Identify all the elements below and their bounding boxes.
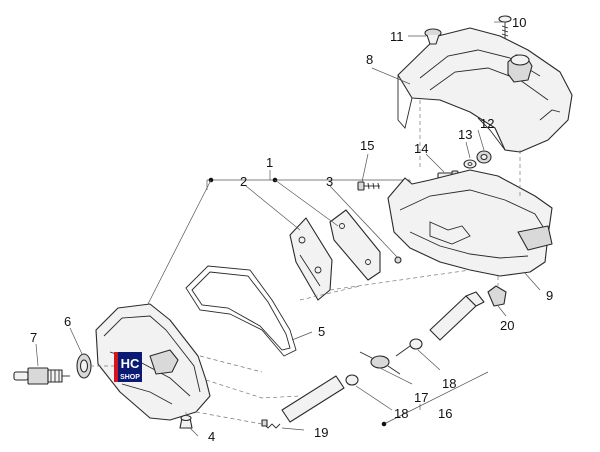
callout-6: 6 bbox=[64, 314, 71, 329]
breather-hose-part-16 bbox=[281, 291, 485, 423]
logo-text-shop: SHOP bbox=[120, 374, 140, 381]
callout-19: 19 bbox=[314, 425, 328, 440]
clamp-part-18-upper bbox=[409, 338, 423, 350]
callout-11: 11 bbox=[390, 29, 404, 44]
knob-part-11 bbox=[424, 28, 442, 45]
leader-lines bbox=[35, 21, 541, 437]
callout-2: 2 bbox=[240, 174, 247, 189]
cap-part-4 bbox=[179, 414, 193, 429]
callout-5: 5 bbox=[318, 324, 325, 339]
callout-1: 1 bbox=[266, 155, 273, 170]
callout-8: 8 bbox=[366, 52, 373, 67]
callout-13: 13 bbox=[458, 127, 472, 142]
plug-part-20 bbox=[487, 285, 507, 307]
logo-text-hc: HC bbox=[121, 356, 140, 371]
cover-shroud-part-8 bbox=[397, 27, 573, 153]
hc-shop-logo: HC SHOP bbox=[114, 352, 142, 382]
valve-part-17 bbox=[359, 345, 411, 375]
washer-part-13 bbox=[463, 159, 477, 169]
screw-part-15 bbox=[357, 181, 380, 191]
callout-12: 12 bbox=[480, 116, 494, 131]
plate-part-3 bbox=[329, 209, 402, 281]
screw-part-19 bbox=[261, 419, 281, 429]
washer-ring-part-6 bbox=[76, 353, 92, 379]
callout-4: 4 bbox=[208, 429, 215, 444]
plate-part-2 bbox=[289, 217, 333, 301]
screw-part-10 bbox=[498, 15, 512, 38]
callout-numbers: 1 2 3 4 5 6 7 8 9 10 11 12 13 14 15 16 1… bbox=[30, 15, 553, 444]
assembly-16-bracket bbox=[381, 371, 489, 427]
spark-plug-part-7 bbox=[13, 367, 70, 385]
grommet-part-12 bbox=[476, 150, 492, 164]
lower-cover-part-9 bbox=[387, 169, 553, 277]
callout-18-lower: 18 bbox=[394, 406, 408, 421]
callout-16: 16 bbox=[438, 406, 452, 421]
callout-14: 14 bbox=[414, 141, 428, 156]
gasket-part-5 bbox=[185, 265, 297, 357]
callout-7: 7 bbox=[30, 330, 37, 345]
assembly-1-bracket bbox=[206, 170, 411, 190]
callout-10: 10 bbox=[512, 15, 526, 30]
assembly-guides bbox=[90, 100, 521, 425]
callout-17: 17 bbox=[414, 390, 428, 405]
callout-9: 9 bbox=[546, 288, 553, 303]
clamp-part-18-lower bbox=[345, 374, 359, 386]
callout-3: 3 bbox=[326, 174, 333, 189]
cylinder-head-cover bbox=[95, 303, 211, 421]
callout-18-upper: 18 bbox=[442, 376, 456, 391]
callout-20: 20 bbox=[500, 318, 514, 333]
callout-15: 15 bbox=[360, 138, 374, 153]
